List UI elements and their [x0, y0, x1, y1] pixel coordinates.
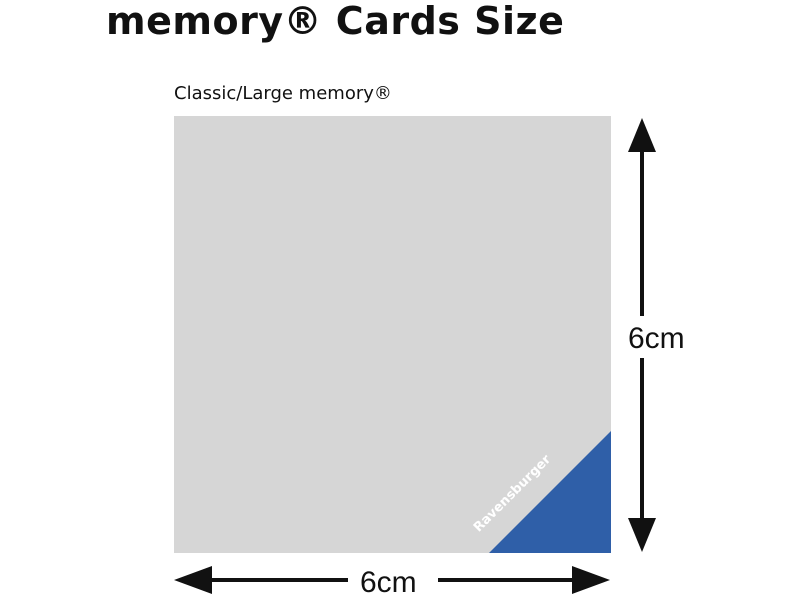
height-dimension-label: 6cm	[628, 322, 685, 356]
width-arrow	[174, 566, 610, 594]
page-title: memory® Cards Size	[106, 0, 565, 43]
arrow-up-icon	[628, 118, 656, 152]
arrow-down-icon	[628, 518, 656, 552]
height-arrow	[628, 118, 656, 552]
width-dimension-label: 6cm	[360, 566, 417, 600]
arrow-right-icon	[572, 566, 610, 594]
card-type-label: Classic/Large memory®	[174, 83, 392, 104]
arrow-left-icon	[174, 566, 212, 594]
memory-card	[174, 116, 611, 553]
